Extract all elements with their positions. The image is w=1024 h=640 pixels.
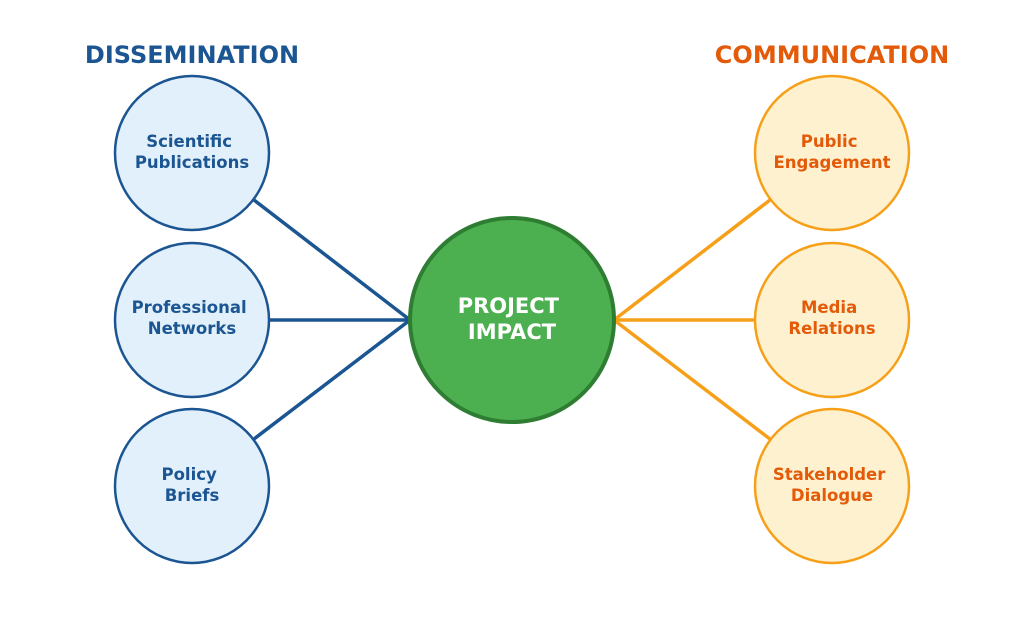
node-label: Professional Networks bbox=[132, 298, 253, 338]
node-label: Policy Briefs bbox=[161, 465, 222, 505]
node-scientific-publications: Scientific Publications bbox=[113, 74, 271, 232]
connector-public-engagement bbox=[612, 198, 772, 322]
connector-stakeholder-dialogue bbox=[612, 318, 772, 441]
right-connectors bbox=[612, 198, 772, 441]
center-label: PROJECT IMPACT bbox=[458, 294, 567, 344]
node-label: Stakeholder Dialogue bbox=[773, 465, 891, 505]
dissemination-title: DISSEMINATION bbox=[85, 41, 299, 69]
connector-policy-briefs bbox=[252, 318, 412, 441]
connector-scientific-publications bbox=[252, 198, 412, 322]
node-label: Public Engagement bbox=[774, 132, 891, 172]
node-label: Media Relations bbox=[788, 298, 875, 338]
node-label: Scientific Publications bbox=[135, 132, 250, 172]
communication-title: COMMUNICATION bbox=[715, 41, 949, 69]
node-media-relations: Media Relations bbox=[753, 241, 911, 399]
node-policy-briefs: Policy Briefs bbox=[113, 407, 271, 565]
node-project-impact: PROJECT IMPACT bbox=[408, 216, 616, 424]
node-stakeholder-dialogue: Stakeholder Dialogue bbox=[753, 407, 911, 565]
node-professional-networks: Professional Networks bbox=[113, 241, 271, 399]
node-public-engagement: Public Engagement bbox=[753, 74, 911, 232]
left-connectors bbox=[252, 198, 412, 441]
